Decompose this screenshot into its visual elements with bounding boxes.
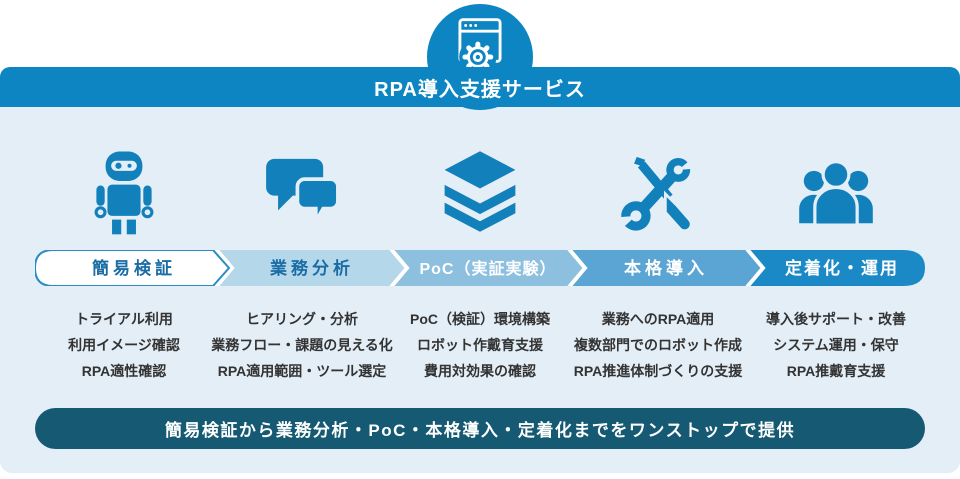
detail-line: 利用イメージ確認 [68, 337, 180, 353]
summary-text: 簡易検証から業務分析・PoC・本格導入・定着化までをワンストップで提供 [164, 421, 796, 440]
step-arrow-5 [747, 250, 925, 286]
detail-line: RPA推進体制づくりの支援 [573, 363, 743, 379]
detail-line: 複数部門でのロボット作成 [574, 337, 742, 353]
detail-line: ロボット作戴育支援 [417, 337, 543, 353]
detail-line: PoC（検証）環境構築 [410, 311, 550, 327]
step-arrow-1 [35, 250, 231, 286]
step-arrow-bar: 簡易検証 業務分析 PoC（実証実験） 本格導入 定着化・運用 [35, 250, 925, 286]
chat-icon [256, 146, 348, 238]
detail-line: システム運用・保守 [773, 337, 899, 353]
step-label-5: 定着化・運用 [785, 258, 899, 278]
summary-banner: 簡易検証から業務分析・PoC・本格導入・定着化までをワンストップで提供 [35, 408, 925, 449]
step-details-5: 導入後サポート・改善 システム運用・保守 RPA推戴育支援 [736, 306, 936, 384]
detail-line: RPA適性確認 [81, 363, 167, 379]
step-label-3: PoC（実証実験） [419, 259, 556, 278]
browser-gear-icon [458, 18, 502, 76]
tools-icon [612, 146, 704, 238]
team-icon [790, 146, 882, 238]
detail-line: ヒアリング・分析 [246, 311, 358, 327]
detail-line: 費用対効果の確認 [424, 363, 536, 379]
step-details-2: ヒアリング・分析 業務フロー・課題の見える化 RPA適用範囲・ツール選定 [202, 306, 402, 384]
layers-icon [434, 146, 526, 238]
detail-line: 導入後サポート・改善 [766, 311, 906, 327]
detail-line: RPA適用範囲・ツール選定 [217, 363, 387, 379]
step-label-4: 本格導入 [624, 258, 708, 278]
step-details-4: 業務へのRPA適用 複数部門でのロボット作成 RPA推進体制づくりの支援 [558, 306, 758, 384]
detail-line: 業務へのRPA適用 [601, 311, 715, 327]
step-arrow-3 [391, 250, 585, 286]
header-bar: RPA導入支援サービス [0, 67, 960, 107]
robot-icon [78, 146, 170, 238]
detail-line: 業務フロー・課題の見える化 [211, 337, 393, 353]
step-arrow-4 [569, 250, 763, 286]
step-arrow-2 [213, 250, 407, 286]
top-badge [427, 4, 533, 110]
step-label-1: 簡易検証 [91, 258, 176, 278]
detail-line: RPA推戴育支援 [786, 363, 886, 379]
detail-line: トライアル利用 [75, 311, 173, 327]
step-details-3: PoC（検証）環境構築 ロボット作戴育支援 費用対効果の確認 [380, 306, 580, 384]
page-title: RPA導入支援サービス [374, 78, 586, 101]
step-details-1: トライアル利用 利用イメージ確認 RPA適性確認 [24, 306, 224, 384]
step-label-2: 業務分析 [270, 258, 354, 278]
